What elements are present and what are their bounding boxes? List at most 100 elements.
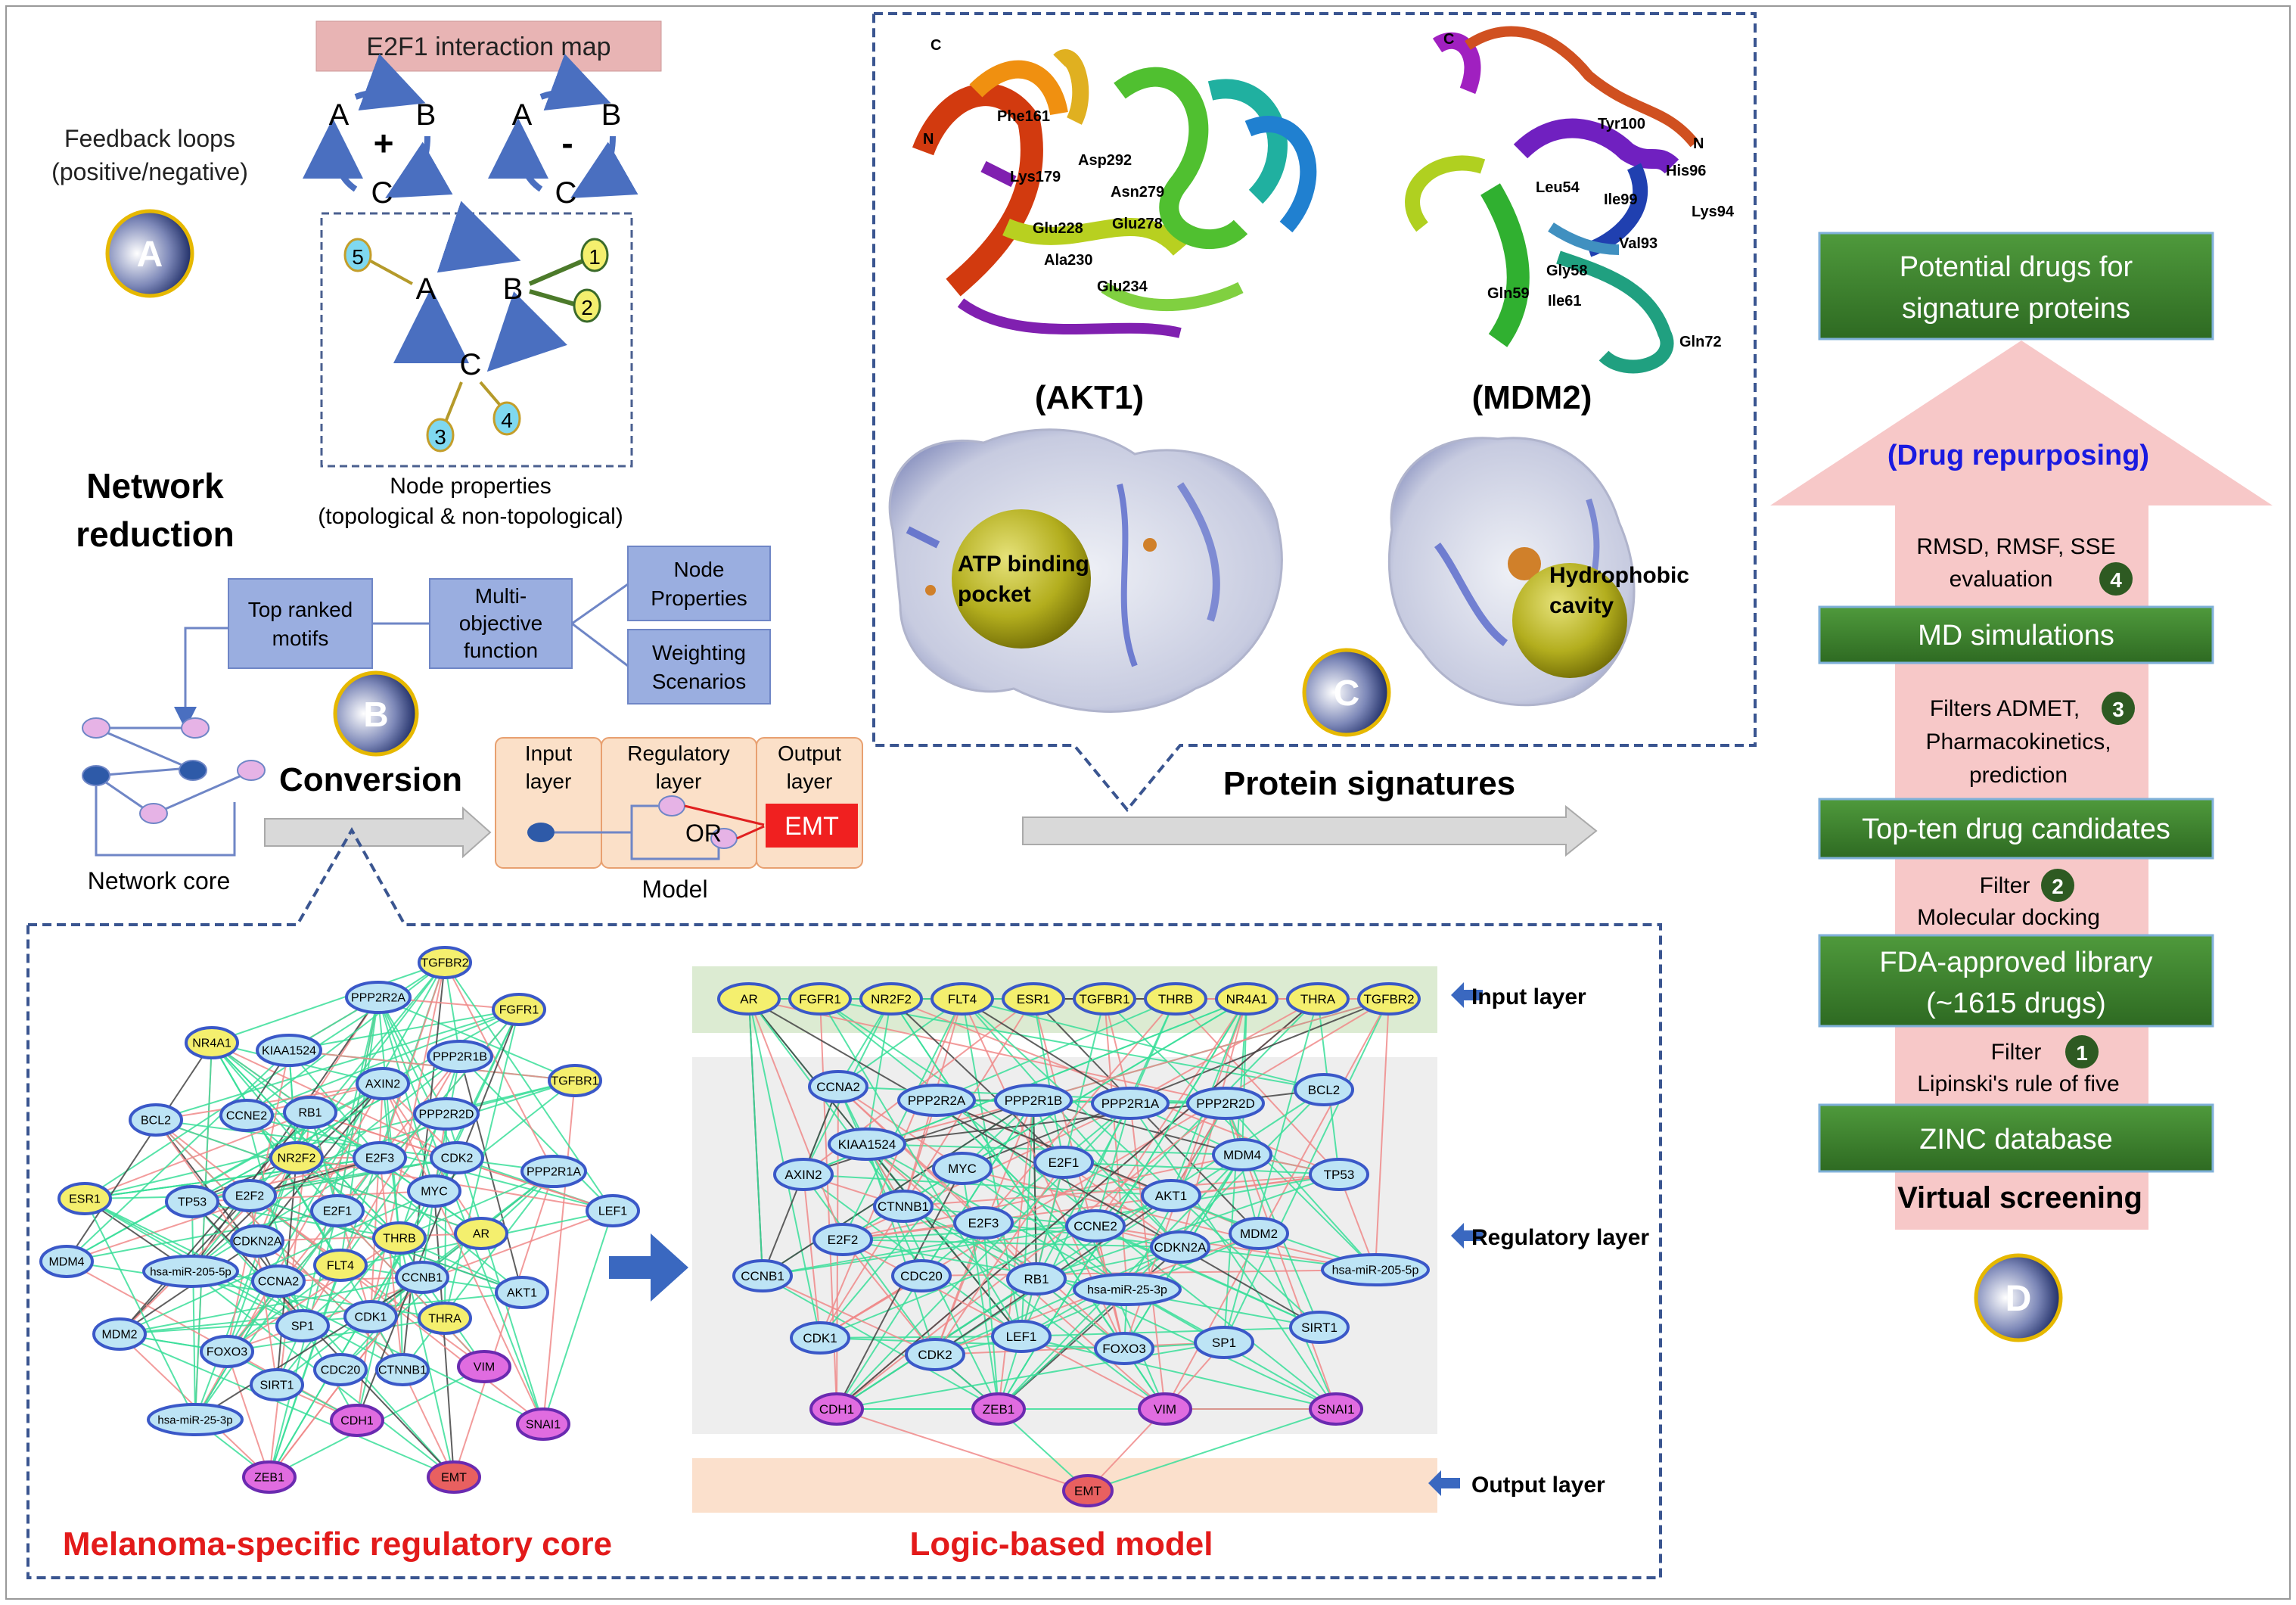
network-node-shape: [92, 1317, 147, 1351]
network-node-shape: [242, 1460, 297, 1494]
network-node: RB1: [1006, 1262, 1067, 1296]
network-node: AR: [717, 982, 781, 1016]
network-edge: [194, 1042, 213, 1420]
network-node-label: KIAA1524: [838, 1137, 896, 1152]
network-node-shape: [1186, 1087, 1265, 1120]
network-edge: [256, 1233, 482, 1242]
network-edge: [921, 1269, 1376, 1277]
network-edge: [278, 1280, 358, 1421]
network-node-label: TP53: [178, 1196, 207, 1209]
network-edge: [377, 997, 576, 1081]
network-reduction-title-1: Network: [86, 466, 224, 505]
multi-objective-line1: Multi-: [475, 584, 527, 608]
network-edge: [377, 997, 447, 1115]
network-node-shape: [142, 1255, 239, 1288]
network-node: CDC20: [313, 1353, 368, 1386]
network-node: PPP2R1A: [520, 1155, 587, 1188]
network-node-label: ESR1: [69, 1193, 101, 1206]
np-node-a: A: [416, 272, 437, 306]
network-node: THRB: [1144, 982, 1207, 1016]
network-edge: [191, 1201, 303, 1327]
model-out-layer-line2: layer: [787, 770, 833, 793]
network-node-shape: [372, 1221, 427, 1255]
mdm2-n-terminus: N: [1693, 135, 1704, 152]
network-node: CDKN2A: [1150, 1230, 1210, 1264]
network-node: PPP2R1A: [1091, 1087, 1170, 1120]
np-number-1: 1: [589, 245, 601, 269]
network-edge: [191, 1201, 400, 1239]
network-edge: [84, 1080, 576, 1199]
network-node-shape: [1062, 1474, 1114, 1507]
network-node-shape: [1212, 1138, 1272, 1171]
network-node-label: AR: [740, 992, 758, 1006]
network-edge: [1021, 1336, 1337, 1410]
network-node: ZEB1: [242, 1460, 297, 1494]
network-node-shape: [1289, 1311, 1350, 1344]
network-node-label: KIAA1524: [262, 1045, 316, 1058]
model-reg-layer-line1: Regulatory: [627, 742, 729, 765]
network-node: FGFR1: [492, 993, 546, 1026]
network-node-shape: [256, 1034, 322, 1067]
akt1-res-lys179: Lys179: [1010, 169, 1061, 185]
network-node-label: SNAI1: [526, 1419, 561, 1432]
model-input-layer-line1: Input: [525, 742, 572, 765]
np-node-c: C: [460, 348, 482, 381]
network-node-label: TGFBR1: [551, 1075, 598, 1088]
network-node-label: THRA: [1300, 992, 1336, 1006]
loop-neg-node-b: B: [601, 98, 622, 132]
mdm2-c-terminus: C: [1443, 31, 1454, 48]
network-node-label: CDKN2A: [233, 1236, 282, 1249]
network-node-label: MDM4: [48, 1256, 84, 1269]
badge-c-icon: [1302, 648, 1391, 737]
network-node: AR: [454, 1217, 508, 1250]
network-node: E2F2: [812, 1223, 873, 1256]
feedback-loops-label: Feedback loops: [64, 125, 235, 152]
network-node-label: FOXO3: [207, 1346, 247, 1359]
badge-b-label: B: [363, 695, 388, 734]
network-node-shape: [548, 1064, 602, 1097]
network-node-shape: [492, 993, 546, 1026]
network-node-label: NR4A1: [1226, 992, 1268, 1006]
mdm2-res-leu54: Leu54: [1536, 179, 1580, 196]
network-node-label: MYC: [948, 1162, 977, 1176]
network-node-label: SIRT1: [1301, 1320, 1338, 1335]
network-node-label: BCL2: [141, 1115, 171, 1128]
network-edge: [119, 1316, 371, 1335]
network-edge: [155, 1119, 482, 1234]
network-node-shape: [222, 1179, 277, 1212]
akt1-label: (AKT1): [1035, 379, 1144, 416]
network-node-label: AKT1: [507, 1287, 537, 1300]
model-or-gate: OR: [685, 820, 722, 847]
network-node-shape: [1094, 1332, 1154, 1365]
step-2-number: 2: [2052, 875, 2064, 898]
network-edge: [155, 1009, 520, 1121]
akt1-n-terminus: N: [923, 131, 934, 148]
network-node-label: NR2F2: [278, 1152, 316, 1165]
network-node-shape: [418, 946, 472, 979]
network-edge: [379, 962, 446, 1159]
regulatory-layer-label: Regulatory layer: [1471, 1225, 1649, 1250]
network-node: TGFBR2: [1357, 982, 1421, 1016]
network-edge: [836, 1408, 1089, 1491]
network-edge: [84, 1157, 381, 1199]
network-node-label: AXIN2: [365, 1078, 400, 1091]
panel-c: C N Phe161 Asp292 Lys179 Asn279 Glu228 G…: [872, 12, 1757, 857]
mdm2-res-gln59: Gln59: [1487, 285, 1530, 302]
network-node: THRA: [418, 1302, 472, 1335]
network-node: BCL2: [129, 1103, 183, 1137]
panel-c-frame: [872, 12, 1757, 813]
top-ten-label: Top-ten drug candidates: [1862, 813, 2170, 845]
network-edge: [748, 998, 763, 1277]
positive-feedback-loop: A B C +: [303, 54, 453, 210]
negative-feedback-loop: A B C -: [488, 54, 638, 210]
akt1-res-phe161: Phe161: [997, 108, 1050, 125]
network-node-shape: [269, 1141, 324, 1174]
network-node-label: E2F2: [235, 1190, 264, 1203]
network-node-label: NR4A1: [192, 1037, 231, 1050]
network-node: TGFBR2: [418, 946, 472, 979]
hydro-label-line2: cavity: [1549, 593, 1614, 618]
network-edge: [890, 998, 1064, 1163]
weighting-scenarios-box: [627, 629, 771, 705]
network-node-shape: [219, 1099, 274, 1132]
network-node: LEF1: [586, 1194, 640, 1227]
